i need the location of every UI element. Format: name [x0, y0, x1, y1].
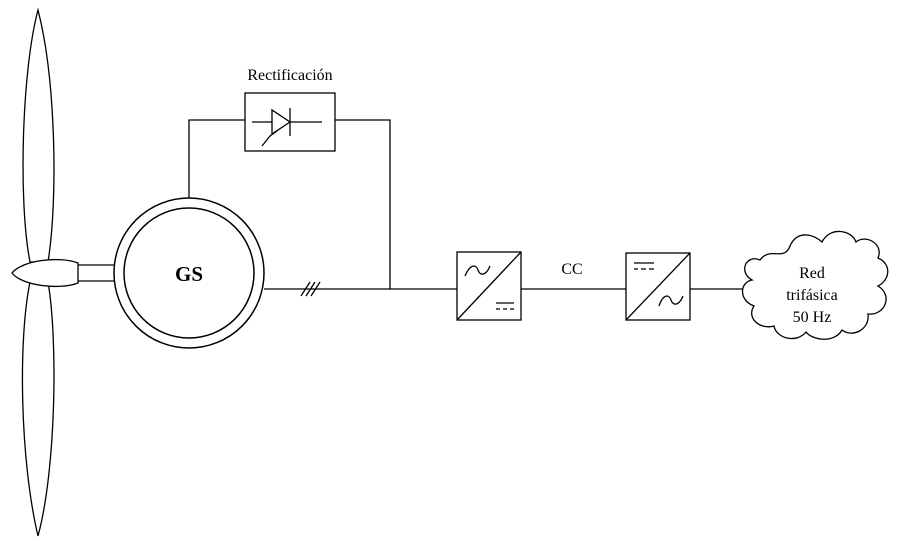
- grid-label-line3: 50 Hz: [793, 309, 832, 326]
- three-phase-marks: [300, 281, 321, 297]
- dc-ac-converter-icon: [625, 252, 691, 321]
- dc-link-label: CC: [561, 261, 582, 278]
- ac-dc-converter-icon: [456, 251, 522, 321]
- grid-label-line2: trifásica: [786, 287, 838, 304]
- turbine-blades: [21, 7, 55, 537]
- grid-cloud-outline: [741, 230, 889, 340]
- main-ac-line: [264, 281, 457, 297]
- rectifier-block: Rectificación: [244, 67, 336, 152]
- ac-dc-converter: [456, 251, 522, 321]
- rectifier-label: Rectificación: [247, 67, 332, 84]
- excitation-wiring: [188, 119, 391, 289]
- thyristor-icon: [252, 108, 322, 147]
- grid-cloud: Red trifásica 50 Hz: [741, 230, 889, 340]
- lower-blade: [21, 281, 55, 537]
- grid-label-line1: Red: [799, 265, 825, 282]
- synchronous-generator: GS: [113, 197, 265, 349]
- generator-label: GS: [175, 262, 203, 286]
- generator-inner-ring: [123, 207, 255, 339]
- turbine-hub: [11, 258, 79, 288]
- dc-ac-converter: [625, 252, 691, 321]
- upper-blade: [22, 7, 55, 263]
